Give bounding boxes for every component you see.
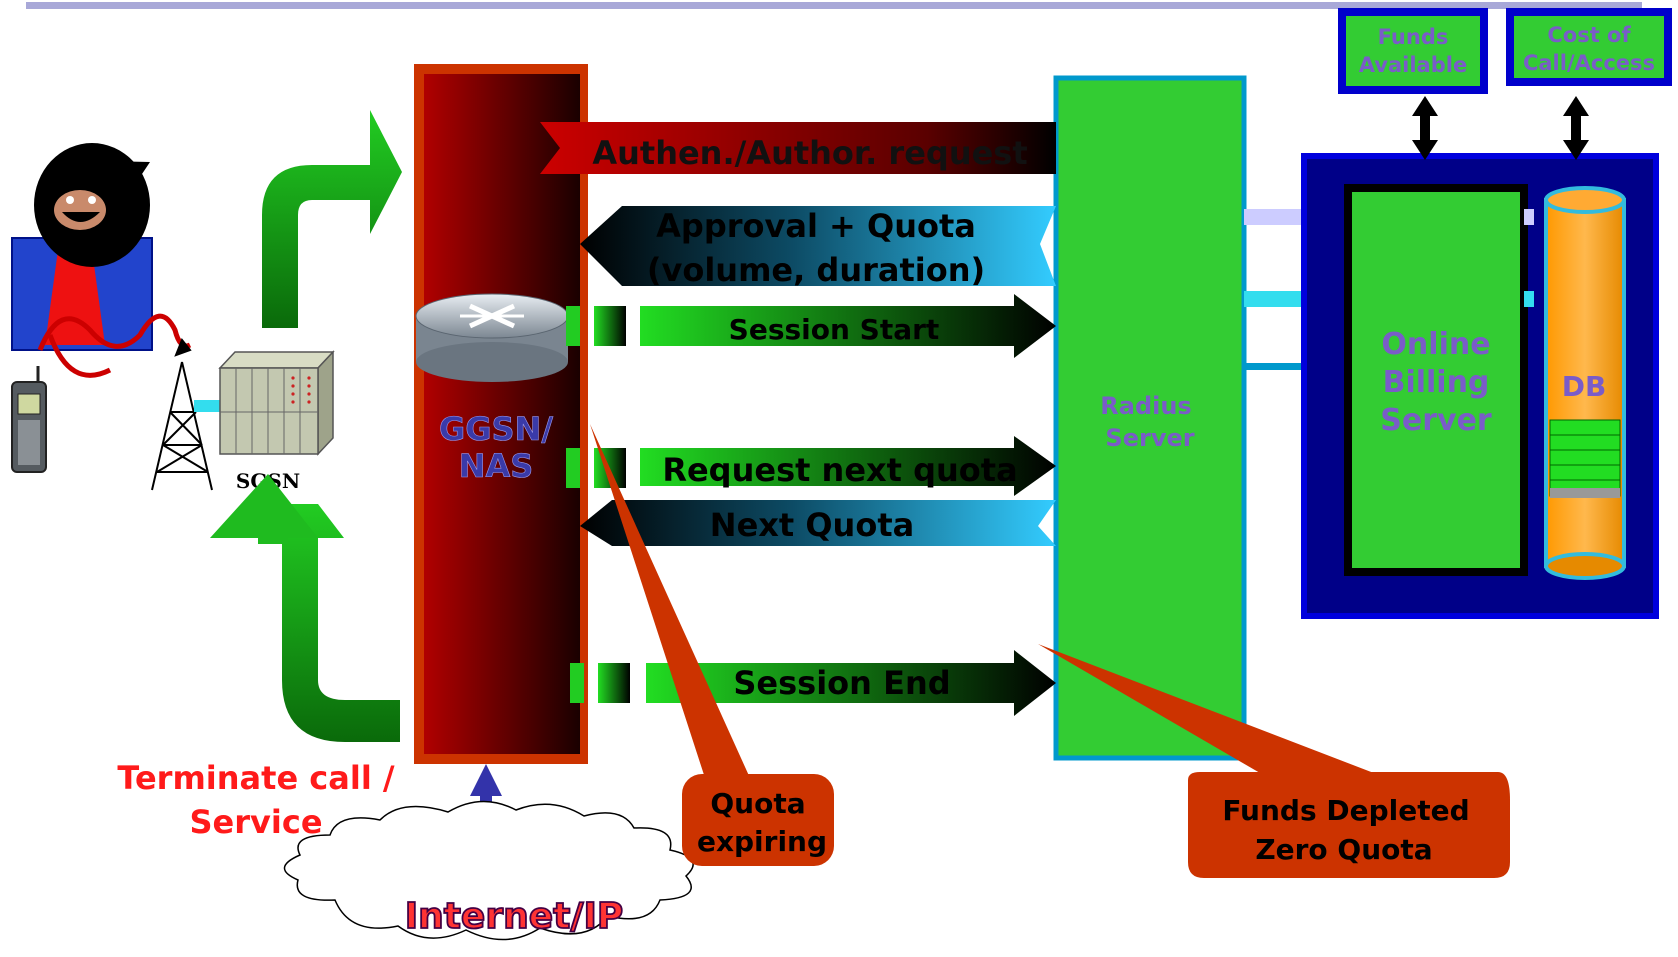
billing-label-line1: Online [1381, 327, 1490, 362]
session-end-arrow [646, 650, 1056, 716]
terminate-label: Terminate call / Service [117, 759, 395, 841]
session-end-label: Session End [733, 664, 950, 702]
svg-text:Terminate call /: Terminate call / [117, 759, 395, 797]
svg-text:Available: Available [1359, 53, 1467, 77]
uplink-arrow [262, 110, 402, 328]
auth-request-label: Authen./Author. request [592, 134, 1027, 172]
router-icon [415, 293, 569, 382]
approval-label-line1: Approval + Quota [656, 207, 976, 245]
radius-server-node[interactable] [1053, 75, 1247, 761]
ggsn-label-line2: NAS [459, 447, 534, 485]
svg-text:Cost of: Cost of [1547, 23, 1631, 47]
svg-text:Call/Access: Call/Access [1523, 51, 1655, 75]
request-next-quota-arrow [640, 436, 1056, 496]
user-figure [11, 143, 192, 378]
radius-label-line1: Radius [1100, 392, 1191, 420]
session-start-label: Session Start [729, 313, 940, 346]
radio-tower-icon [151, 338, 213, 491]
terminate-arrow-head [210, 474, 318, 538]
online-billing-server-node[interactable] [1344, 184, 1528, 576]
db-cylinder[interactable] [1544, 186, 1626, 580]
terminate-arrow [254, 504, 400, 742]
svg-text:Funds Depleted: Funds Depleted [1222, 794, 1469, 827]
top-rule [26, 2, 1642, 9]
approval-label-line2: (volume, duration) [647, 251, 985, 289]
svg-text:expiring: expiring [697, 825, 827, 858]
session-start-arrow [640, 294, 1056, 358]
svg-text:Service: Service [189, 803, 322, 841]
ggsn-label-line1: GGSN/ [439, 410, 553, 448]
cost-link-arrow [1563, 96, 1589, 160]
billing-label-line2: Billing [1383, 365, 1490, 400]
db-label: DB [1562, 370, 1607, 403]
radius-label-line2: Server [1105, 424, 1194, 452]
sgsn-server-icon [218, 350, 335, 456]
mobile-phone-icon [11, 366, 47, 473]
svg-text:Quota: Quota [710, 787, 805, 820]
internet-cloud [283, 800, 694, 941]
funds-link-arrow [1412, 96, 1438, 160]
cost-of-call-box [1506, 8, 1672, 86]
approval-quota-arrow [580, 206, 1056, 286]
billing-label-line3: Server [1380, 403, 1492, 438]
ggsn-nas-node[interactable] [424, 74, 580, 754]
next-quota-arrow [580, 500, 1056, 546]
funds-available-box [1338, 8, 1488, 94]
quota-expiring-callout [590, 424, 834, 866]
request-next-quota-label: Request next quota [662, 451, 1017, 489]
radio-link [194, 400, 220, 412]
svg-text:Zero Quota: Zero Quota [1255, 833, 1432, 866]
internet-label: Internet/IP [405, 896, 624, 937]
next-quota-label: Next Quota [710, 506, 914, 544]
auth-request-arrow [540, 122, 1056, 174]
funds-depleted-callout [1038, 644, 1510, 878]
svg-text:Funds: Funds [1378, 25, 1449, 49]
link-3 [1244, 363, 1348, 370]
